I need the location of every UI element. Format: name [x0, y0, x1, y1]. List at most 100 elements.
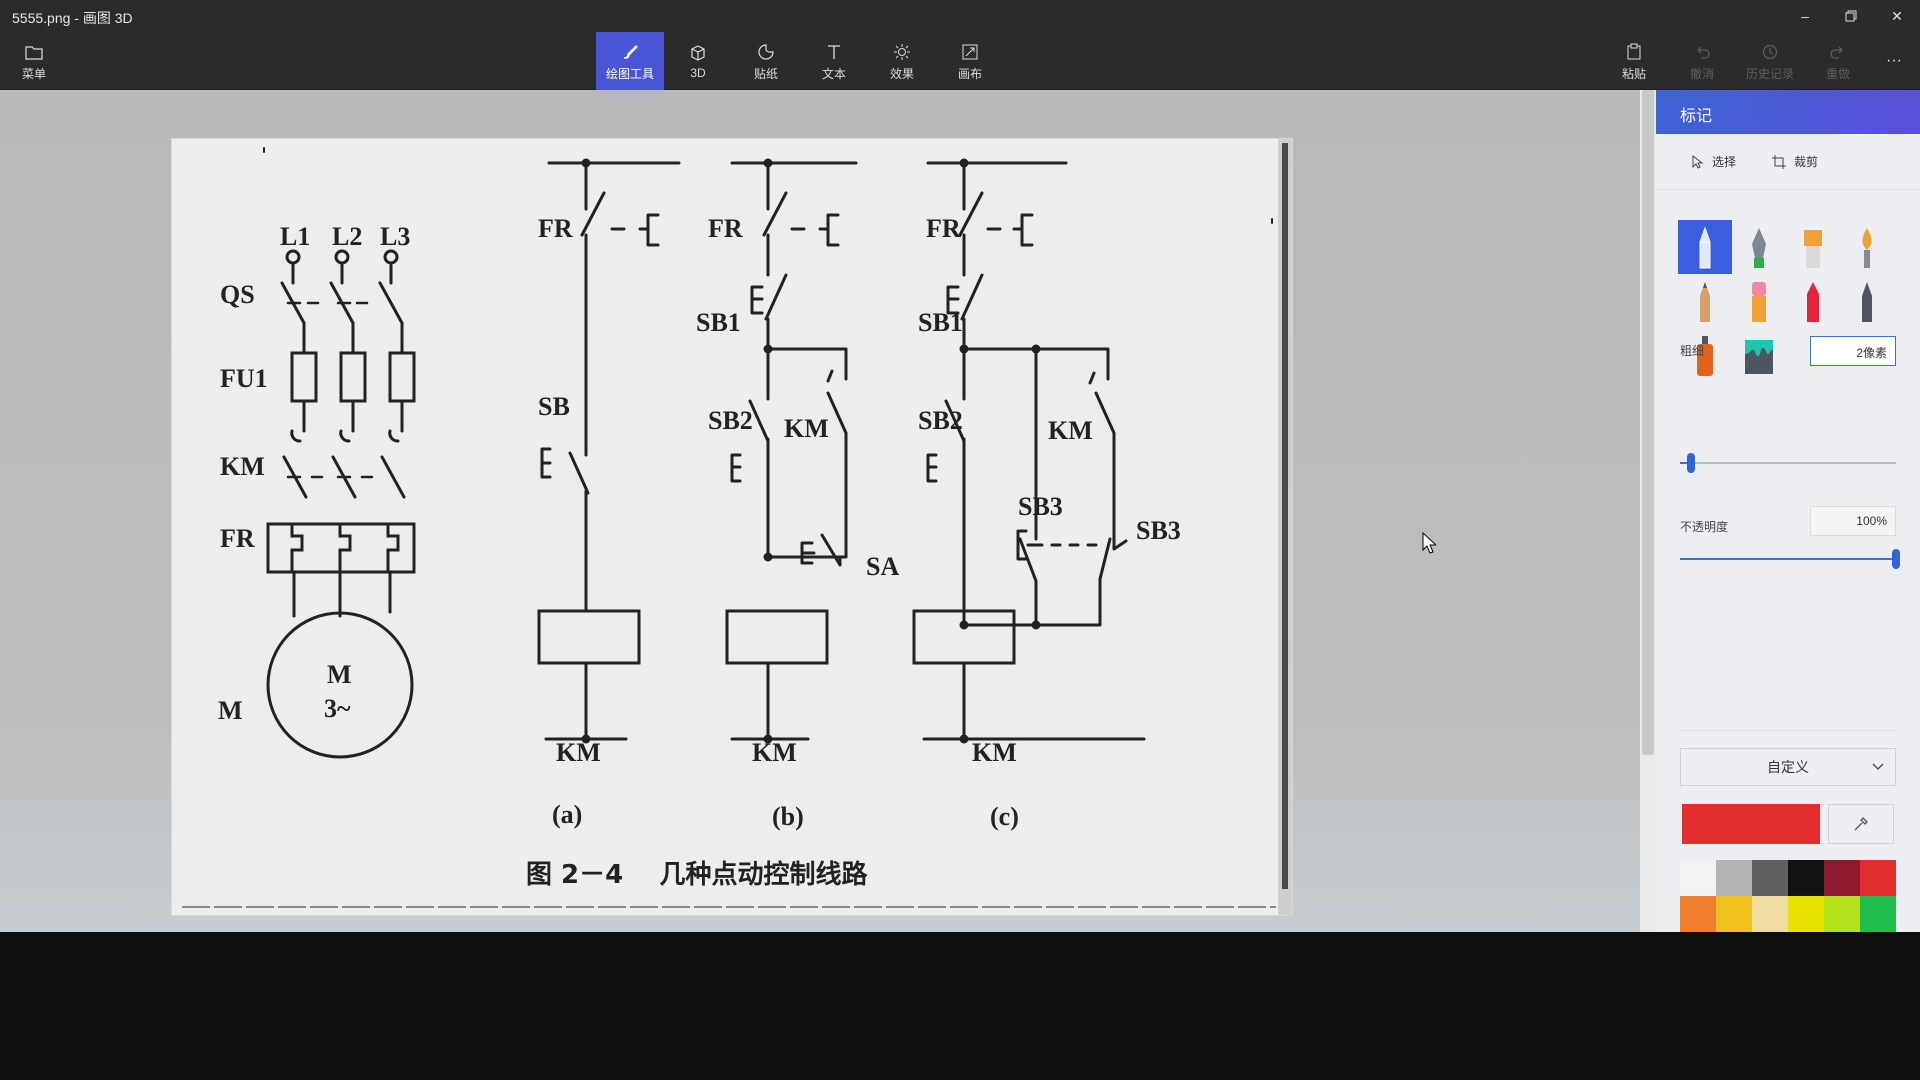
tab-text[interactable]: 文本	[800, 32, 868, 90]
opacity-slider-handle[interactable]	[1892, 549, 1900, 569]
history-icon	[1762, 44, 1778, 59]
palette-swatch[interactable]	[1788, 896, 1824, 932]
paint3d-window: 5555.png - 画图 3D – ✕ 菜单 绘图工具 3D 贴纸 文本	[0, 0, 1920, 932]
restore-button[interactable]	[1828, 0, 1874, 32]
label-l1: L1	[280, 222, 310, 251]
a-label-fr: FR	[538, 214, 573, 243]
undo-button[interactable]: 撤消	[1668, 32, 1736, 90]
effects-icon	[894, 43, 910, 60]
circuit-diagram: L1 L2 L3 QS FU1 KM FR M M 3~ FR SB KM (a…	[182, 139, 1292, 915]
c-label-coil: KM	[972, 738, 1017, 767]
toolbar: 菜单 绘图工具 3D 贴纸 文本 效果 画布 粘贴	[0, 32, 1920, 90]
color-mode-dropdown[interactable]: 自定义	[1680, 748, 1896, 786]
palette-swatch[interactable]	[1716, 860, 1752, 896]
c-label-sb1: SB1	[918, 308, 963, 337]
brush-spray-can[interactable]	[1678, 328, 1732, 382]
palette-swatch[interactable]	[1680, 860, 1716, 896]
palette-swatch[interactable]	[1680, 896, 1716, 932]
history-label: 历史记录	[1745, 66, 1794, 81]
oil-brush-icon	[1804, 230, 1822, 268]
thickness-slider[interactable]	[1680, 462, 1896, 464]
brush-watercolor[interactable]	[1840, 220, 1894, 274]
tab-stickers[interactable]: 贴纸	[732, 32, 800, 90]
paste-label: 粘贴	[1621, 66, 1646, 81]
crayon-icon	[1807, 282, 1819, 322]
tab-canvas[interactable]: 画布	[936, 32, 1004, 90]
minimize-button[interactable]: –	[1782, 0, 1828, 32]
select-mode-button[interactable]: 选择	[1692, 153, 1736, 170]
more-icon: ···	[1886, 52, 1902, 69]
history-button[interactable]: 历史记录	[1736, 32, 1804, 90]
pencil-icon	[1700, 282, 1710, 322]
palette-swatch[interactable]	[1752, 896, 1788, 932]
brush-pixel-pen[interactable]	[1840, 274, 1894, 328]
fill-icon	[1745, 340, 1773, 374]
crop-mode-label: 裁剪	[1794, 155, 1819, 169]
palette-swatch[interactable]	[1860, 896, 1896, 932]
close-button[interactable]: ✕	[1874, 0, 1920, 32]
select-mode-label: 选择	[1712, 155, 1737, 169]
brush-fill[interactable]	[1732, 328, 1786, 382]
brush-crayon[interactable]	[1786, 274, 1840, 328]
palette-swatch[interactable]	[1860, 860, 1896, 896]
label-qs: QS	[220, 280, 255, 309]
c-label-sb2: SB2	[918, 406, 963, 435]
scrollbar-thumb[interactable]	[1642, 90, 1654, 755]
vertical-scrollbar[interactable]	[1640, 90, 1656, 932]
more-button[interactable]: ···	[1868, 32, 1920, 90]
brush-pencil[interactable]	[1678, 274, 1732, 328]
pointer-icon	[1692, 154, 1704, 169]
thickness-slider-handle[interactable]	[1686, 453, 1695, 473]
thickness-input[interactable]: 2像素	[1810, 336, 1896, 366]
brush-calligraphy-pen[interactable]	[1732, 220, 1786, 274]
palette-swatch[interactable]	[1752, 860, 1788, 896]
brush-eraser[interactable]	[1732, 274, 1786, 328]
eyedropper-button[interactable]	[1828, 804, 1894, 844]
redo-label: 重做	[1825, 66, 1850, 81]
b-label-km: KM	[784, 414, 829, 443]
tab-3d[interactable]: 3D	[664, 32, 732, 90]
palette-swatch[interactable]	[1788, 860, 1824, 896]
label-km: KM	[220, 452, 265, 481]
spray-can-icon	[1697, 336, 1713, 376]
canvas-workspace[interactable]: L1 L2 L3 QS FU1 KM FR M M 3~ FR SB KM (a…	[0, 90, 1640, 932]
text-icon	[828, 44, 840, 59]
current-color-swatch[interactable]	[1682, 804, 1820, 844]
palette-swatch[interactable]	[1716, 896, 1752, 932]
watercolor-icon	[1862, 228, 1872, 268]
palette-swatch[interactable]	[1824, 896, 1860, 932]
label-l2: L2	[332, 222, 362, 251]
c-label-fr: FR	[926, 214, 961, 243]
color-mode-value: 自定义	[1767, 759, 1809, 775]
caption-c: (c)	[990, 802, 1019, 831]
marker-icon	[1699, 226, 1711, 269]
minimize-icon: –	[1801, 8, 1809, 24]
undo-icon	[1697, 46, 1710, 59]
thickness-slider-fill	[1680, 462, 1691, 464]
tab-canvas-label: 画布	[957, 66, 982, 81]
b-label-fr: FR	[708, 214, 743, 243]
opacity-label: 不透明度	[1680, 520, 1729, 534]
label-fu1: FU1	[220, 364, 268, 393]
paste-icon	[1627, 43, 1641, 59]
image-canvas[interactable]: L1 L2 L3 QS FU1 KM FR M M 3~ FR SB KM (a…	[172, 139, 1292, 915]
panel-divider	[1680, 730, 1896, 731]
tab-effects[interactable]: 效果	[868, 32, 936, 90]
palette-swatch[interactable]	[1824, 860, 1860, 896]
paste-button[interactable]: 粘贴	[1600, 32, 1668, 90]
brush-oil[interactable]	[1786, 220, 1840, 274]
c-label-sb3a: SB3	[1018, 492, 1063, 521]
tab-stickers-label: 贴纸	[753, 66, 778, 81]
crop-mode-button[interactable]: 裁剪	[1772, 153, 1818, 170]
cube-icon	[691, 45, 705, 61]
redo-button[interactable]: 重做	[1804, 32, 1872, 90]
close-icon: ✕	[1891, 7, 1903, 24]
tab-3d-label: 3D	[690, 66, 706, 80]
motor-label-m: M	[327, 660, 352, 689]
tab-brushes[interactable]: 绘图工具	[596, 32, 664, 90]
menu-button[interactable]: 菜单	[0, 32, 68, 90]
tab-text-label: 文本	[821, 66, 846, 81]
opacity-input[interactable]: 100%	[1810, 506, 1896, 536]
canvas-icon	[962, 44, 978, 59]
brush-marker[interactable]	[1678, 220, 1732, 274]
